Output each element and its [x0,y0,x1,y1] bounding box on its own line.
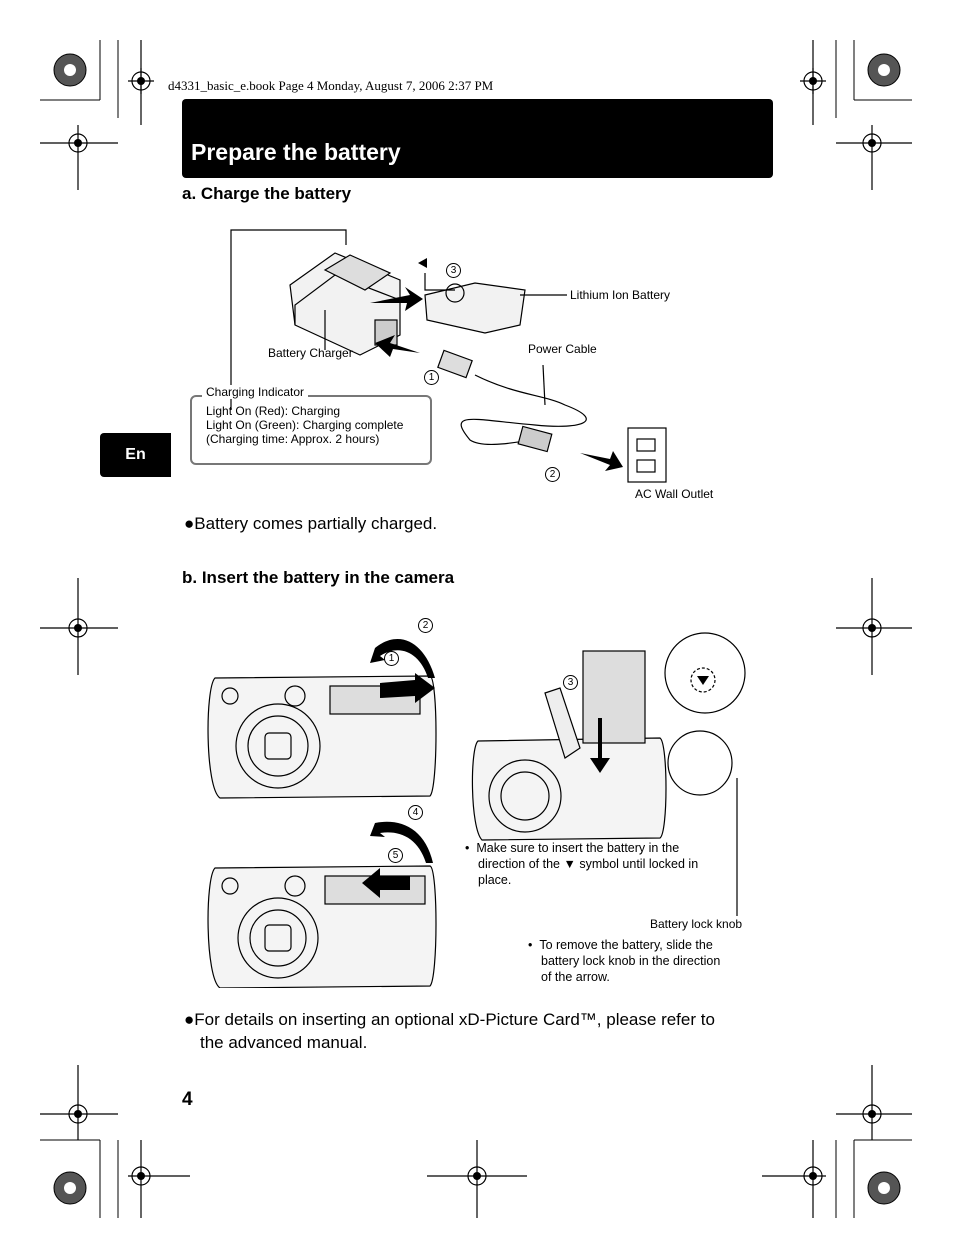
bullet-icon: ● [184,1010,195,1029]
charging-diagram [230,229,667,483]
section-a-heading: a. Charge the battery [182,184,352,203]
note-partially-charged: ●Battery comes partially charged. [184,514,438,533]
camera-battery-diagram [207,632,746,988]
label-lithium-ion-battery: Lithium Ion Battery [570,288,671,302]
step-b1-marker: 1 [384,651,399,666]
page-title: Prepare the battery [191,139,401,165]
section-b-heading: b. Insert the battery in the camera [182,568,455,587]
step-1-marker: 1 [424,370,439,385]
label-ac-wall-outlet: AC Wall Outlet [635,487,714,501]
page-number: 4 [182,1089,193,1110]
language-tab: En [100,433,171,477]
title-bar: Prepare the battery [182,99,773,178]
charging-indicator-details: Light On (Red): Charging Light On (Green… [206,404,403,446]
step-b4-marker: 4 [408,805,423,820]
charging-indicator-line-red: Light On (Red): Charging [206,404,341,418]
charging-indicator-line-green: Light On (Green): Charging complete [206,418,404,432]
step-b3-marker: 3 [563,675,578,690]
step-b2-marker: 2 [418,618,433,633]
label-power-cable: Power Cable [528,342,597,356]
charging-indicator-box [190,395,432,465]
note-remove-battery: • To remove the battery, slide the batte… [528,938,721,984]
label-battery-lock-knob: Battery lock knob [650,917,743,931]
charging-indicator-title: Charging Indicator [202,385,309,399]
step-b5-marker: 5 [388,848,403,863]
step-3-marker: 3 [446,263,461,278]
note-insert-direction: • Make sure to insert the battery in the… [465,841,699,887]
book-header-info: d4331_basic_e.book Page 4 Monday, August… [168,78,494,93]
step-2-marker: 2 [545,467,560,482]
note-xd-card: ●For details on inserting an optional xD… [184,1010,715,1052]
bullet-icon: ● [184,514,195,533]
label-battery-charger: Battery Charger [268,346,353,360]
down-triangle-icon: ▼ [563,857,576,871]
charging-indicator-line-time: (Charging time: Approx. 2 hours) [206,432,380,446]
